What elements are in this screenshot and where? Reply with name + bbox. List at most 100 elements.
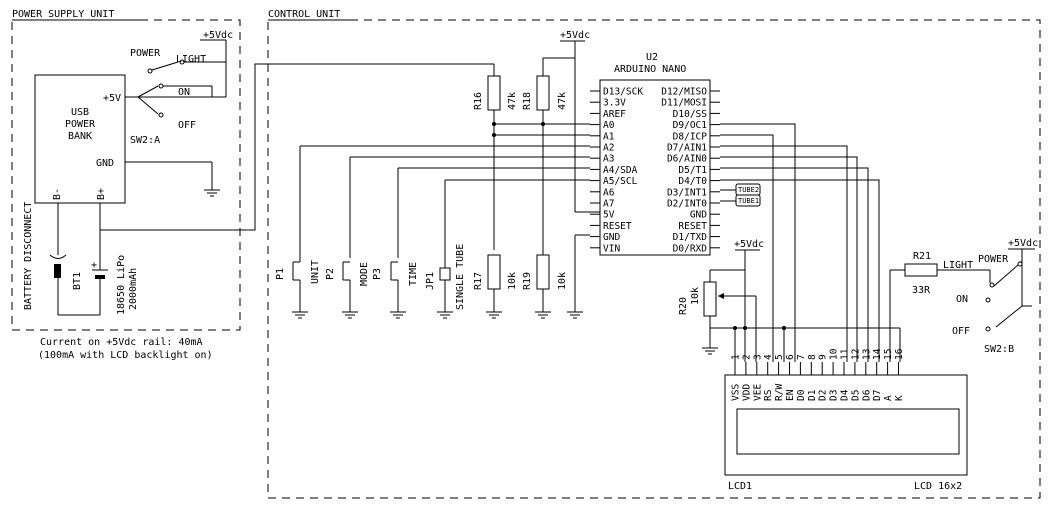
r21-ref: R21 [913, 251, 931, 262]
power-supply-frame: POWER SUPPLY UNIT [11, 9, 241, 331]
lcd-pin-name: D3 [829, 390, 840, 401]
backlight-circuit: R21 33R LIGHT POWER +5Vdc ON OFF SW2:B [889, 238, 1038, 362]
battery-circuit: + BATTERY DISCONNECT BT1 18650 LiPo 2000… [23, 202, 139, 316]
mcu-left-pin-label: A6 [603, 187, 615, 198]
tube1-label: TUBE1 [738, 197, 759, 205]
pin-5v-label: +5V [103, 93, 121, 104]
lcd-pin-number: 14 [872, 348, 883, 360]
sw2b-power-label: POWER [978, 254, 1009, 265]
lcd-pin-number: 3 [752, 354, 763, 360]
p2-ref: P2 [325, 268, 336, 280]
lcd-pin-number: 1 [731, 354, 742, 360]
sw2a-off-label: OFF [178, 120, 196, 131]
lcd-pin-number: 10 [829, 348, 840, 360]
rail-5v-lcd-label: +5Vdc [734, 239, 764, 250]
lcd-pin-name: D0 [796, 389, 807, 401]
resistor-r19: R19 10k [522, 254, 568, 319]
mcu-right-pins: D12/MISOD11/MOSID10/SSD9/OC1D8/ICPD7/AIN… [661, 87, 720, 254]
mcu-ref: U2 [646, 52, 658, 63]
lcd-16x2: LCD1 LCD 16x2 1VSS2VDD3VEE4RS5R/W6EN7D08… [724, 348, 968, 492]
sw2a-rail-label: +5Vdc [203, 30, 233, 41]
sw2b-off-label: OFF [952, 326, 970, 337]
p2-label: MODE [359, 262, 370, 286]
r16-value: 47k [507, 92, 518, 110]
lcd-pin-number: 11 [840, 348, 851, 360]
r20-ref: R20 [678, 297, 689, 315]
battery-capacity: 2000mAh [128, 268, 139, 310]
mcu-left-pin-label: VIN [603, 243, 620, 254]
lcd-pin-number: 9 [818, 354, 829, 360]
mcu-right-pin-label: D7/AIN1 [667, 143, 707, 154]
lcd-pin-name: R/W [774, 384, 785, 401]
mcu-right-pin-label: D8/ICP [673, 131, 708, 142]
sw2a-power-label: POWER [130, 48, 161, 59]
lcd-pin-number: 12 [850, 349, 861, 360]
mcu-left-pin-label: AREF [603, 109, 626, 120]
jumper-jp1: JP1 SINGLE TUBE [425, 244, 466, 319]
jp1-label: SINGLE TUBE [455, 244, 466, 310]
lcd-pin-name: D1 [807, 389, 818, 401]
mcu-right-pin-label: RESET [678, 221, 707, 232]
lcd-ref: LCD1 [728, 481, 752, 492]
pin-bminus-label: B- [52, 188, 63, 200]
arduino-nano: U2 ARDUINO NANO D13/SCK3.3VAREFA0A1A2A3A… [590, 52, 720, 256]
current-note-1: Current on +5Vdc rail: 40mA [40, 337, 203, 348]
mcu-left-pin-label: GND [603, 232, 620, 243]
mcu-left-pin-label: A1 [603, 131, 615, 142]
mcu-left-pin-label: A2 [603, 143, 614, 154]
tube-labels: TUBE2 TUBE1 [720, 183, 761, 207]
r17-ref: R17 [473, 272, 484, 290]
power-bank-line1: USB [71, 107, 89, 118]
p1-ref: P1 [275, 268, 286, 280]
lcd-pin-number: 15 [883, 349, 894, 360]
control-unit-frame: CONTROL UNIT [267, 9, 1041, 499]
mcu-left-pin-label: A0 [603, 120, 615, 131]
jp1-ref: JP1 [425, 272, 436, 290]
p1-label: UNIT [310, 260, 321, 284]
lcd-pin-name: D2 [818, 390, 829, 401]
lcd-pin-number: 4 [763, 354, 774, 360]
power-bank-line2: POWER [65, 119, 96, 130]
resistor-r17: R17 10k [473, 254, 518, 319]
mcu-right-pin-label: D10/SS [673, 109, 708, 120]
sw2a-on-label: ON [178, 87, 190, 98]
lcd-pin-name: D6 [861, 389, 872, 401]
power-bank-line3: BANK [68, 131, 92, 142]
psu-wiring: POWER LIGHT +5Vdc ON OFF SW2:A [99, 30, 494, 231]
r19-value: 10k [557, 272, 568, 290]
sw2a-light-label: LIGHT [176, 54, 206, 65]
r19-ref: R19 [522, 272, 533, 290]
tube2-label: TUBE2 [738, 186, 759, 194]
mcu-left-pins: D13/SCK3.3VAREFA0A1A2A3A4/SDAA5/SCLA6A75… [590, 87, 643, 254]
mcu-left-pin-label: 3.3V [603, 98, 626, 109]
button-p1: P1 UNIT [275, 258, 321, 319]
lcd-pin-name: VDD [741, 384, 752, 401]
lcd-pin-number: 5 [774, 354, 785, 360]
lcd-pin-name: D7 [872, 390, 883, 401]
lcd-supply: +5Vdc R20 10k [678, 239, 901, 362]
sw2b-ref: SW2:B [984, 344, 1014, 355]
r17-value: 10k [507, 272, 518, 290]
lcd-pin-name: D4 [840, 389, 851, 401]
lcd-pin-name: VEE [752, 384, 763, 401]
mcu-right-pin-label: D4/T0 [678, 176, 707, 187]
lcd-pin-name: RS [763, 389, 774, 401]
r18-value: 47k [557, 92, 568, 110]
button-p2: P2 MODE [325, 261, 370, 319]
mcu-left-pin-label: RESET [603, 221, 632, 232]
battery-ref: BT1 [72, 272, 83, 290]
battery-disconnect-label: BATTERY DISCONNECT [23, 202, 34, 310]
mcu-right-pin-label: D5/T1 [678, 165, 707, 176]
r16-ref: R16 [473, 92, 484, 110]
battery-type: 18650 LiPo [116, 255, 127, 315]
rail-5v-top-label: +5Vdc [560, 30, 590, 41]
pin-bplus-label: B+ [96, 188, 107, 200]
lcd-pin-number: 16 [894, 348, 905, 360]
mcu-left-pin-label: 5V [603, 210, 615, 221]
lcd-pin-number: 2 [741, 354, 752, 360]
mcu-right-pin-label: D0/RXD [673, 243, 708, 254]
r21-value: 33R [912, 285, 931, 296]
mcu-right-pin-label: D3/INT1 [667, 187, 707, 198]
lcd-pin-name: A [883, 395, 894, 401]
